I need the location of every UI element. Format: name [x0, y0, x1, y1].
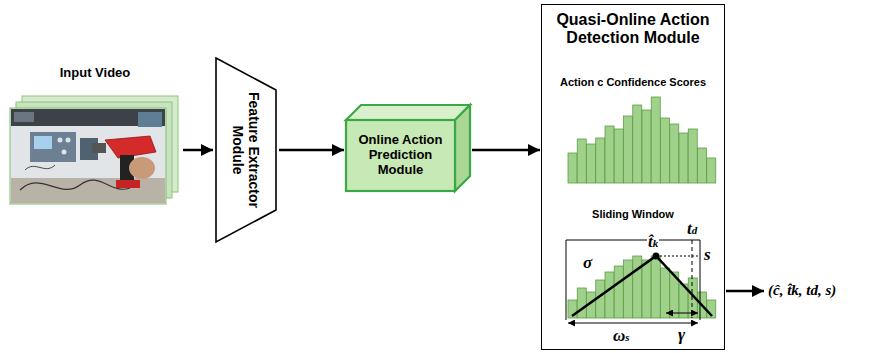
oscilloscope — [30, 132, 76, 162]
math-symbol: s — [703, 246, 712, 265]
wire — [20, 180, 130, 190]
dimension-arrow — [666, 313, 698, 314]
window-edge — [566, 240, 700, 241]
bar — [568, 153, 577, 183]
bar — [577, 288, 586, 318]
peak-dot — [653, 253, 660, 260]
drill-body — [105, 136, 156, 158]
dimension-arrow — [568, 323, 698, 324]
bar — [679, 133, 688, 183]
bar — [605, 272, 614, 318]
output-arrow — [726, 290, 764, 293]
bar — [633, 256, 642, 318]
bar — [577, 139, 586, 183]
prediction-module: Online Action Prediction Module — [345, 104, 471, 192]
drill-chuck — [92, 143, 106, 153]
bar — [605, 126, 614, 183]
bar — [633, 105, 642, 183]
window-edge — [700, 240, 701, 320]
bar — [661, 268, 670, 318]
section-label: Action c Confidence Scores — [545, 76, 721, 88]
cube-front — [346, 120, 455, 191]
bench — [11, 178, 165, 203]
bar — [688, 129, 697, 183]
bar — [587, 144, 596, 183]
module-heading: Quasi-Online Action Detection Module — [546, 11, 720, 48]
rotated-text-holder: Feature Extractor Module — [224, 83, 268, 217]
shelf — [11, 109, 165, 126]
bar — [670, 124, 679, 183]
feature-extractor: Feature Extractor Module — [214, 56, 278, 244]
math-symbol: ωs — [612, 327, 631, 346]
flow-arrow — [472, 149, 540, 152]
knob — [66, 138, 71, 143]
bar — [624, 116, 633, 183]
trapezoid-shape — [216, 58, 276, 242]
math-symbol: t̂k — [647, 233, 659, 252]
bar — [596, 138, 605, 183]
detection-time-line — [692, 240, 693, 318]
math-symbol: td — [686, 220, 698, 239]
output-tuple: (ĉ, t̂k, td, s) — [768, 282, 836, 299]
score-line — [660, 256, 700, 257]
math-symbol: γ — [677, 326, 686, 345]
bar — [698, 148, 707, 183]
oscilloscope-screen — [34, 136, 52, 149]
bar — [661, 118, 670, 183]
node-label: Input Video — [8, 66, 182, 81]
section-label: Sliding Window — [545, 208, 721, 220]
flow-arrow — [279, 149, 344, 152]
detection-module: Quasi-Online Action Detection Module — [541, 4, 725, 350]
cube-side — [455, 105, 470, 191]
wire — [25, 165, 55, 170]
hand — [129, 157, 155, 179]
device — [138, 112, 162, 127]
window-edge — [566, 240, 567, 320]
knob — [58, 138, 63, 143]
bar — [651, 97, 660, 183]
bar — [614, 129, 623, 183]
math-symbol: σ — [582, 254, 593, 273]
video-frame — [10, 108, 166, 204]
device — [14, 112, 34, 122]
drill-battery — [116, 180, 140, 188]
bar — [624, 260, 633, 318]
flow-arrow — [183, 149, 213, 152]
node-label: Feature Extractor Module — [230, 83, 262, 217]
bar — [642, 110, 651, 183]
bar-chart — [568, 97, 716, 183]
bar — [614, 266, 623, 318]
bar — [651, 256, 660, 318]
video-input: Input Video — [8, 66, 182, 210]
node-label: Online Action Prediction Module — [347, 133, 454, 178]
knob — [62, 150, 67, 155]
bar — [707, 158, 716, 183]
bar — [642, 260, 651, 318]
cube-top — [346, 105, 470, 120]
